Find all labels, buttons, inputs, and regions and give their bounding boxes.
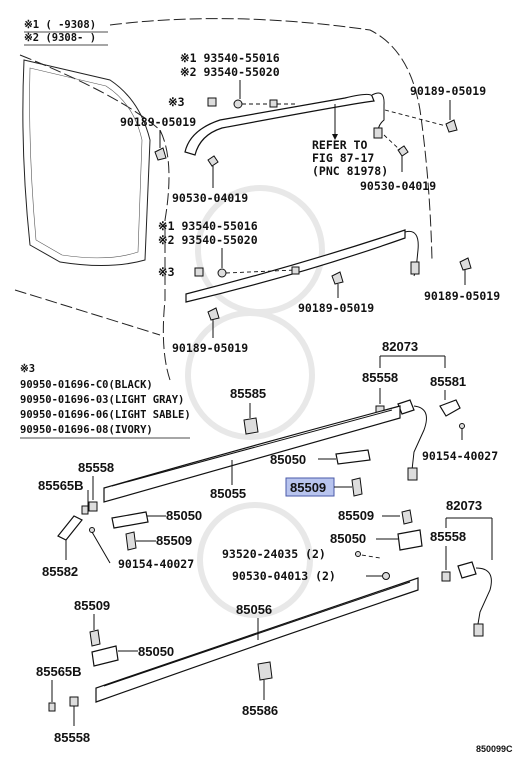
label-93520: 93520-24035 (2) [222, 547, 326, 561]
label-90154-left: 90154-40027 [118, 557, 194, 571]
upper-roof-rail [184, 92, 385, 156]
label-85558-l1: 85558 [78, 460, 114, 475]
part-85050-a [335, 449, 371, 465]
upper-screw-right-part [397, 145, 409, 157]
label-85055: 85055 [210, 486, 246, 501]
watermark [185, 185, 325, 618]
label-refer-line1: REFER TO [312, 138, 367, 152]
label-85509-highlight[interactable]: 85509 [290, 480, 326, 495]
label-85509-d: 85509 [74, 598, 110, 613]
upper-clip-mid [269, 99, 278, 108]
label-85050-a: 85050 [270, 452, 306, 467]
label-middle-clip-c: 90189-05019 [424, 289, 500, 303]
part-85050-c [397, 529, 423, 551]
label-85586: 85586 [242, 703, 278, 718]
variant-note-4: 90950-01696-08(IVORY) [20, 424, 153, 436]
label-85565b-2: 85565B [36, 664, 82, 679]
label-upper-rail-v1: ※1 93540-55016 [180, 51, 280, 65]
label-refer-line3: (PNC 81978) [312, 164, 388, 178]
label-refer-line2: FIG 87-17 [312, 151, 374, 165]
legend-note-2: ※2 (9308- ) [24, 32, 96, 44]
label-85558-r2: 85558 [430, 529, 466, 544]
label-middle-star3: ※3 [158, 265, 175, 279]
middle-clip-a-part [207, 307, 220, 321]
part-85558-l2 [69, 696, 79, 707]
label-upper-clip-left: 90189-05019 [120, 115, 196, 129]
middle-cap-part [194, 267, 204, 277]
label-85558-l2: 85558 [54, 730, 90, 745]
variant-note-1: 90950-01696-C0(BLACK) [20, 379, 153, 391]
screw-93520 [355, 551, 361, 557]
label-90154-right: 90154-40027 [422, 449, 498, 463]
part-85581 [439, 399, 461, 417]
part-85509-highlight [351, 477, 363, 497]
variant-note-3: 90950-01696-06(LIGHT SABLE) [20, 409, 191, 421]
label-82073-top: 82073 [382, 339, 418, 354]
middle-screw-part [217, 268, 227, 278]
label-85509-b: 85509 [156, 533, 192, 548]
label-85050-d: 85050 [138, 644, 174, 659]
label-middle-rail-v2: ※2 93540-55020 [158, 233, 258, 247]
label-90530-lower: 90530-04013 (2) [232, 569, 336, 583]
middle-clip-mid [291, 266, 300, 275]
vehicle-body-outline [14, 18, 433, 381]
upper-clip-right-part [445, 119, 458, 133]
upper-clip-left-part [154, 147, 167, 161]
label-85581: 85581 [430, 374, 466, 389]
legend-note-1: ※1 ( -9308) [24, 19, 96, 31]
rail-85056 [95, 577, 419, 703]
part-85565b-2 [48, 702, 56, 712]
variant-notes-title: ※3 [20, 363, 35, 375]
label-85050-c: 85050 [330, 531, 366, 546]
middle-roof-rail [185, 229, 420, 303]
part-85509-b [125, 531, 137, 551]
figure-code: 850099C [476, 744, 513, 754]
label-85585: 85585 [230, 386, 266, 401]
part-85050-b [111, 511, 149, 529]
upper-screw-part [233, 99, 243, 109]
upper-screw-left-part [207, 155, 219, 167]
connector-top [397, 399, 415, 415]
part-85558-r2 [441, 571, 451, 582]
middle-clip-b-part [331, 271, 344, 285]
connector-bottom [457, 561, 477, 579]
label-middle-clip-b: 90189-05019 [298, 301, 374, 315]
label-upper-screw-right: 90530-04019 [360, 179, 436, 193]
label-upper-star3: ※3 [168, 95, 185, 109]
label-upper-clip-right: 90189-05019 [410, 84, 486, 98]
screw-90154-left [89, 527, 95, 533]
label-85565b-1: 85565B [38, 478, 84, 493]
label-middle-clip-a: 90189-05019 [172, 341, 248, 355]
label-85582: 85582 [42, 564, 78, 579]
part-85582 [57, 515, 83, 541]
rail-85055 [103, 405, 401, 503]
part-85509-d [89, 629, 101, 647]
label-85056: 85056 [236, 602, 272, 617]
part-85509-c [401, 509, 413, 525]
upper-cap-part [207, 97, 217, 107]
part-85586 [257, 661, 273, 681]
label-upper-screw-left: 90530-04019 [172, 191, 248, 205]
label-85558-r1: 85558 [362, 370, 398, 385]
part-85050-d [91, 645, 119, 667]
label-85509-c: 85509 [338, 508, 374, 523]
part-85585 [243, 417, 259, 435]
label-85050-b: 85050 [166, 508, 202, 523]
screw-90530-lower [382, 572, 390, 580]
label-upper-rail-v2: ※2 93540-55020 [180, 65, 280, 79]
part-85558-l1 [88, 501, 98, 512]
label-82073-bot: 82073 [446, 498, 482, 513]
label-middle-rail-v1: ※1 93540-55016 [158, 219, 258, 233]
middle-clip-c-part [459, 257, 472, 271]
variant-note-2: 90950-01696-03(LIGHT GRAY) [20, 394, 184, 406]
